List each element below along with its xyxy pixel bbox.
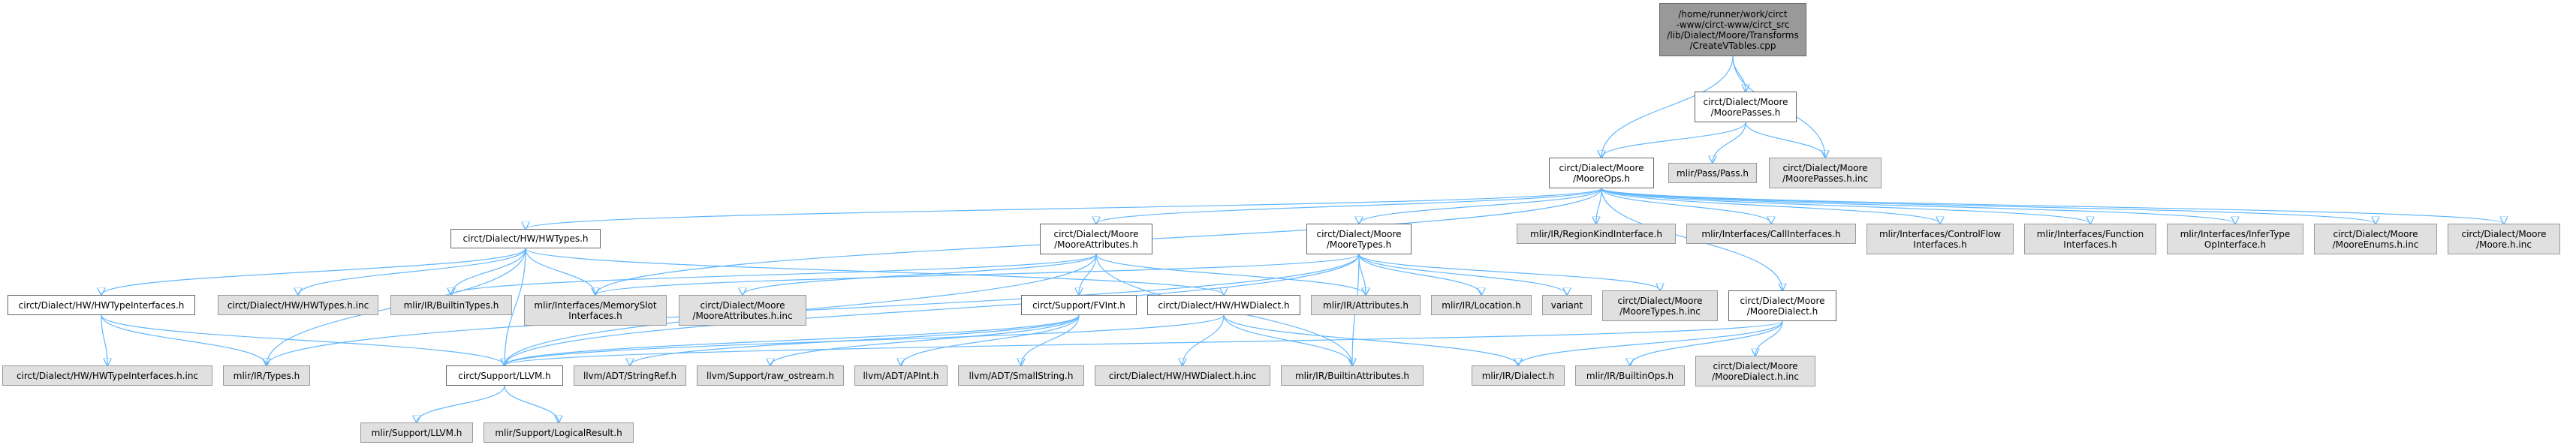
node-hwdialect-h[interactable]: circt/Dialect/HW/HWDialect.h (1147, 295, 1300, 315)
edge-hwdialect_h-to-llvm_h (505, 314, 1225, 365)
edge-moorepasses_h-to-pass_h (1713, 122, 1746, 163)
node-mooredialect-h[interactable]: circt/Dialect/Moore /MooreDialect.h (1728, 290, 1836, 321)
edge-hwtypes_h-to-memslot_h (525, 248, 595, 295)
node-types-h[interactable]: mlir/IR/Types.h (223, 365, 310, 386)
edge-mooretypes_h-to-location_h (1358, 254, 1481, 295)
node-hwtypes-inc[interactable]: circt/Dialect/HW/HWTypes.h.inc (218, 295, 378, 315)
edge-mooreops_h-to-hwtypes_h (526, 188, 1602, 229)
edge-mooreops_h-to-function_h (1601, 188, 2090, 224)
node-builtinops-h[interactable]: mlir/IR/BuiltinOps.h (1575, 365, 1685, 386)
edge-hwtypeif_h-to-hwtypeif_inc (101, 314, 107, 365)
node-fvint-h[interactable]: circt/Support/FVInt.h (1021, 295, 1137, 315)
node-mooretypes-h[interactable]: circt/Dialect/Moore /MooreTypes.h (1306, 224, 1412, 254)
edge-mooredialect_h-to-mooredialect_inc (1755, 320, 1783, 356)
node-pass-h[interactable]: mlir/Pass/Pass.h (1668, 163, 1757, 183)
node-stringref-h[interactable]: llvm/ADT/StringRef.h (574, 365, 686, 386)
node-mlir-llvm-h[interactable]: mlir/Support/LLVM.h (360, 422, 473, 443)
edge-mooretypes_h-to-attributes_h (1358, 254, 1366, 295)
edge-hwtypeif_h-to-types_h (101, 314, 267, 365)
node-builtinattributes-h[interactable]: mlir/IR/BuiltinAttributes.h (1281, 365, 1424, 386)
node-mooreattributes-h[interactable]: circt/Dialect/Moore /MooreAttributes.h (1040, 224, 1152, 254)
edge-mooredialect_h-to-dialect_h (1518, 320, 1783, 365)
node-circt-llvm-h[interactable]: circt/Support/LLVM.h (446, 365, 563, 386)
edge-root-to-moorepasses_h (1732, 56, 1746, 92)
edge-mooreattrs_h-to-fvint_h (1079, 254, 1097, 295)
edge-mooreops_h-to-mooreattrs_h (1096, 188, 1602, 224)
edge-root-to-mooreops_h (1601, 56, 1734, 158)
node-hwtypeinterfaces-inc[interactable]: circt/Dialect/HW/HWTypeInterfaces.h.inc (2, 365, 212, 386)
node-moore-inc[interactable]: circt/Dialect/Moore /Moore.h.inc (2448, 224, 2560, 254)
node-hwtypeinterfaces-h[interactable]: circt/Dialect/HW/HWTypeInterfaces.h (8, 295, 195, 315)
edge-mooreattrs_h-to-builtintypes_h (451, 254, 1097, 295)
edge-mooreops_h-to-mooreenums_inc (1601, 188, 2376, 224)
node-memoryslotinterfaces-h[interactable]: mlir/Interfaces/MemorySlot Interfaces.h (524, 295, 667, 326)
edge-mooreops_h-to-callif_h (1601, 188, 1771, 224)
edge-hwtypeif_h-to-llvm_h (101, 314, 505, 365)
edge-moorepasses_h-to-mooreops_h (1601, 122, 1746, 158)
edge-mooreops_h-to-regionkind_h (1596, 188, 1602, 224)
edge-fvint_h-to-apint_h (901, 314, 1080, 365)
edge-hwdialect_h-to-dialect_h (1223, 314, 1518, 365)
edge-hwtypes_h-to-llvm_h (505, 248, 526, 365)
edge-mooredialect_h-to-builtinops_h (1630, 320, 1783, 365)
node-smallstring-h[interactable]: llvm/ADT/SmallString.h (958, 365, 1084, 386)
node-hwdialect-inc[interactable]: circt/Dialect/HW/HWDialect.h.inc (1095, 365, 1270, 386)
node-moorepasses-h[interactable]: circt/Dialect/Moore /MoorePasses.h (1695, 92, 1797, 122)
edge-mooretypes_h-to-variant (1358, 254, 1567, 295)
edge-hwtypes_h-to-hwtypes_inc (298, 248, 526, 295)
edge-llvm_h-to-logicalresult_h (504, 385, 559, 422)
node-dialect-h[interactable]: mlir/IR/Dialect.h (1472, 365, 1565, 386)
node-apint-h[interactable]: llvm/ADT/APInt.h (854, 365, 948, 386)
node-root-file: /home/runner/work/circt -www/circt-www/c… (1659, 3, 1806, 56)
node-mooreops-h[interactable]: circt/Dialect/Moore /MooreOps.h (1549, 158, 1654, 188)
edge-mooretypes_h-to-mooretypes_inc (1358, 254, 1660, 290)
edge-mooreattrs_h-to-attributes_h (1095, 254, 1366, 295)
edge-hwtypes_h-to-hwtypeif_h (101, 248, 526, 295)
node-builtintypes-h[interactable]: mlir/IR/BuiltinTypes.h (390, 295, 512, 315)
edge-fvint_h-to-llvm_h (505, 314, 1080, 365)
node-regionkindinterface-h[interactable]: mlir/IR/RegionKindInterface.h (1517, 224, 1676, 244)
node-controlflowinterfaces-h[interactable]: mlir/Interfaces/ControlFlow Interfaces.h (1866, 224, 2014, 254)
node-raw-ostream-h[interactable]: llvm/Support/raw_ostream.h (697, 365, 844, 386)
node-location-h[interactable]: mlir/IR/Location.h (1431, 295, 1532, 315)
edge-fvint_h-to-raw_ostream_h (770, 314, 1080, 365)
edge-mooreops_h-to-controlflow_h (1601, 188, 1940, 224)
edge-moorepasses_h-to-moorepasses_inc (1745, 122, 1825, 158)
edge-mooreattrs_h-to-mooreattrs_inc (743, 254, 1097, 295)
edge-fvint_h-to-smallstring_h (1021, 314, 1080, 365)
node-infertypeopinterface-h[interactable]: mlir/Interfaces/InferType OpInterface.h (2167, 224, 2303, 254)
node-functioninterfaces-h[interactable]: mlir/Interfaces/Function Interfaces.h (2024, 224, 2156, 254)
node-logicalresult-h[interactable]: mlir/Support/LogicalResult.h (484, 422, 634, 443)
node-callinterfaces-h[interactable]: mlir/Interfaces/CallInterfaces.h (1686, 224, 1856, 244)
node-mooredialect-inc[interactable]: circt/Dialect/Moore /MooreDialect.h.inc (1695, 356, 1815, 386)
edge-mooredialect_h-to-llvm_h (505, 320, 1783, 365)
edge-mooreops_h-to-moore_inc (1601, 188, 2504, 224)
node-hwtypes-h[interactable]: circt/Dialect/HW/HWTypes.h (450, 229, 601, 248)
edge-mooreops_h-to-mooretypes_h (1359, 188, 1602, 224)
edge-hwtypes_h-to-builtintypes_h (451, 248, 526, 295)
node-attributes-h[interactable]: mlir/IR/Attributes.h (1311, 295, 1421, 315)
node-moorepasses-inc[interactable]: circt/Dialect/Moore /MoorePasses.h.inc (1769, 158, 1882, 188)
node-mooreattributes-inc[interactable]: circt/Dialect/Moore /MooreAttributes.h.i… (679, 295, 806, 326)
edge-llvm_h-to-mlir_llvm_h (417, 385, 505, 422)
edge-mooretypes_h-to-types_h (267, 254, 1360, 365)
edge-mooretypes_h-to-llvm_h (505, 254, 1360, 365)
node-mooretypes-inc[interactable]: circt/Dialect/Moore /MooreTypes.h.inc (1602, 290, 1718, 321)
node-mooreenums-inc[interactable]: circt/Dialect/Moore /MooreEnums.h.inc (2314, 224, 2437, 254)
edge-hwdialect_h-to-hwdialect_inc (1183, 314, 1225, 365)
edge-mooretypes_h-to-memslot_h (595, 254, 1360, 295)
node-variant[interactable]: variant (1542, 295, 1592, 315)
edge-mooreops_h-to-infertype_h (1601, 188, 2235, 224)
